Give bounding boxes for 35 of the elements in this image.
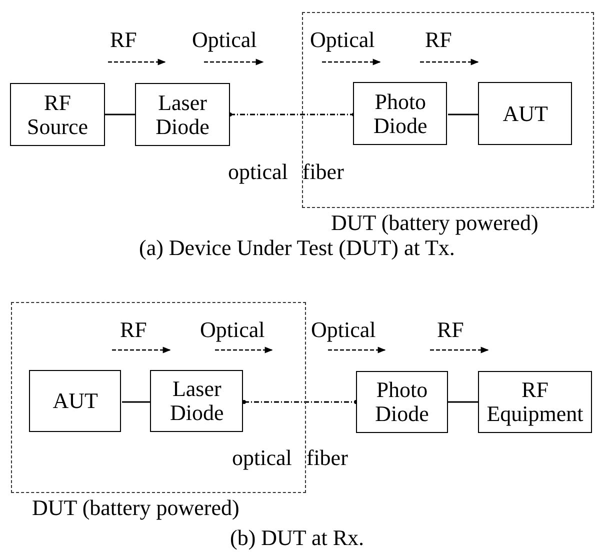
- fiber-label: optical fiber: [232, 446, 348, 470]
- block-label: AUT: [502, 102, 548, 126]
- caption: (a) Device Under Test (DUT) at Tx.: [139, 236, 455, 260]
- signal-label: Optical: [200, 318, 265, 342]
- connector-line: [448, 114, 479, 116]
- signal-label: RF: [425, 28, 452, 52]
- block-box: [135, 83, 230, 146]
- block-box: [10, 83, 105, 146]
- block-box: [478, 82, 572, 146]
- block-label: Laser Diode: [169, 377, 225, 426]
- block-label: Photo Diode: [372, 90, 428, 138]
- connector-line: [122, 401, 151, 403]
- block-box: [356, 371, 448, 433]
- block-box: [478, 371, 592, 433]
- signal-label: Optical: [192, 28, 257, 52]
- connector-line: [105, 114, 135, 116]
- block-label: Laser Diode: [154, 90, 210, 138]
- block-label: RF Equipment: [486, 378, 584, 426]
- connector-line: [448, 401, 478, 403]
- caption: (b) DUT at Rx.: [230, 526, 364, 550]
- block-label: Photo Diode: [374, 378, 430, 426]
- group-label: DUT (battery powered): [32, 496, 240, 520]
- block-box: [29, 370, 122, 432]
- optical-fiber-line: [242, 400, 358, 404]
- fiber-label: optical fiber: [228, 160, 344, 184]
- block-label: RF Source: [26, 90, 90, 138]
- signal-label: Optical: [311, 318, 376, 342]
- block-label: AUT: [52, 389, 98, 414]
- group-label: DUT (battery powered): [331, 211, 538, 235]
- signal-label: Optical: [310, 28, 375, 52]
- signal-label: RF: [120, 318, 147, 342]
- block-box: [150, 370, 244, 432]
- signal-label: RF: [110, 28, 137, 52]
- block-box: [353, 82, 448, 146]
- signal-label: RF: [437, 318, 464, 342]
